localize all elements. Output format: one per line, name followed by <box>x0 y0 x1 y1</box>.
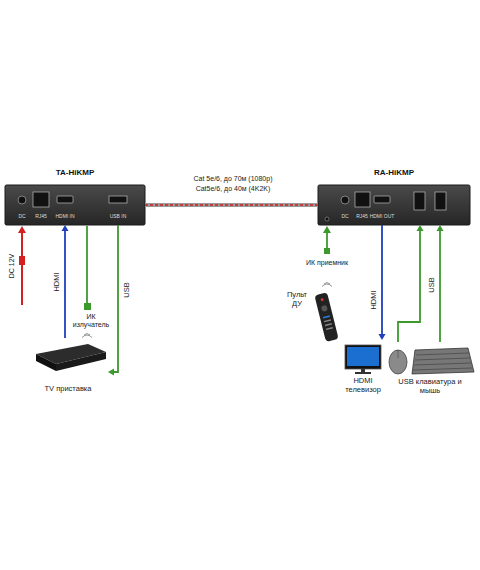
annotation-label: ИК излучатель <box>69 313 113 330</box>
tv-box-side <box>56 352 106 371</box>
annotation-label: ИК приемник <box>305 259 349 267</box>
mouse <box>389 350 407 374</box>
arrowhead <box>108 369 114 376</box>
monitor-stand <box>361 369 365 372</box>
annotation-label: Cat5e/6, до 40м (4K2K) <box>148 185 318 193</box>
rj45-port <box>355 192 370 207</box>
arrowhead <box>417 225 424 231</box>
device-node: Пульт ДУ <box>283 288 337 345</box>
hdmi-port <box>374 196 390 203</box>
port-label: USB IN <box>104 214 132 220</box>
device-label: USB клавиатура и мышь <box>398 377 462 395</box>
usb-port <box>414 192 425 210</box>
connector-label: USB <box>428 276 436 293</box>
port-label: DC <box>12 214 32 220</box>
mouse-split <box>398 350 399 358</box>
signal-connector <box>398 230 420 342</box>
arrowhead <box>437 225 444 231</box>
connector-label: HDMI <box>370 289 378 310</box>
annotation-label: Cat 5e/6, до 70м (1080p) <box>148 175 318 183</box>
tv-box-front <box>36 354 56 371</box>
device-name: TA-HiKMP <box>5 168 145 178</box>
extender-unit: RA-HiKMPDCRJ45HDMI OUT <box>318 185 470 225</box>
device-label: Пульт ДУ <box>283 290 311 308</box>
keyboard <box>412 348 474 374</box>
port-label: HDMI OUT <box>367 214 397 220</box>
monitor <box>345 345 381 369</box>
power-wire <box>21 231 23 305</box>
extender-unit: TA-HiKMPDCRJ45HDMI INUSB IN <box>5 185 145 225</box>
ir-receiver <box>324 248 330 254</box>
rj45-port <box>33 192 49 207</box>
power-plug <box>19 256 25 265</box>
connector-label: HDMI <box>53 271 61 292</box>
arrowhead <box>379 334 386 340</box>
device-name: RA-HiKMP <box>318 168 470 178</box>
connector-label: USB <box>123 281 131 298</box>
power-arrowhead <box>18 226 26 233</box>
device-label: TV приставка <box>28 384 108 393</box>
ir-emitter <box>84 303 91 310</box>
device-node: USB клавиатура и мышь <box>385 342 475 397</box>
cable-sheath <box>145 203 318 207</box>
signal-connector <box>439 230 441 342</box>
monitor-base <box>355 372 371 374</box>
ir-receiver-wire <box>326 231 328 250</box>
port-label: RJ45 <box>29 214 53 220</box>
device-node: HDMI телевизор <box>335 340 395 397</box>
cat-cable <box>145 204 318 206</box>
signal-connector <box>64 230 66 338</box>
monitor-screen <box>347 347 379 366</box>
device-label: HDMI телевизор <box>339 376 387 394</box>
annotation-label: DC 12V <box>8 254 16 279</box>
ir-emitter-wire <box>86 226 88 303</box>
ir-port <box>325 217 329 221</box>
ir-arrowhead <box>323 226 331 233</box>
port-label: DC <box>335 214 355 220</box>
dc-port <box>18 196 26 204</box>
port-label: HDMI IN <box>51 214 79 220</box>
ir-signal <box>322 283 332 287</box>
device-node: TV приставка <box>28 338 108 398</box>
device-body <box>318 185 470 225</box>
usb-port <box>109 196 127 203</box>
dc-port <box>341 196 349 204</box>
hdmi-port <box>57 196 73 203</box>
arrowhead <box>62 225 69 231</box>
usb-port <box>435 192 446 210</box>
signal-connector <box>381 225 383 335</box>
device-body <box>5 185 145 225</box>
keyboard-keys <box>413 353 472 370</box>
ir-signal <box>82 334 92 338</box>
remote-control <box>314 292 338 342</box>
signal-connector <box>113 225 118 372</box>
